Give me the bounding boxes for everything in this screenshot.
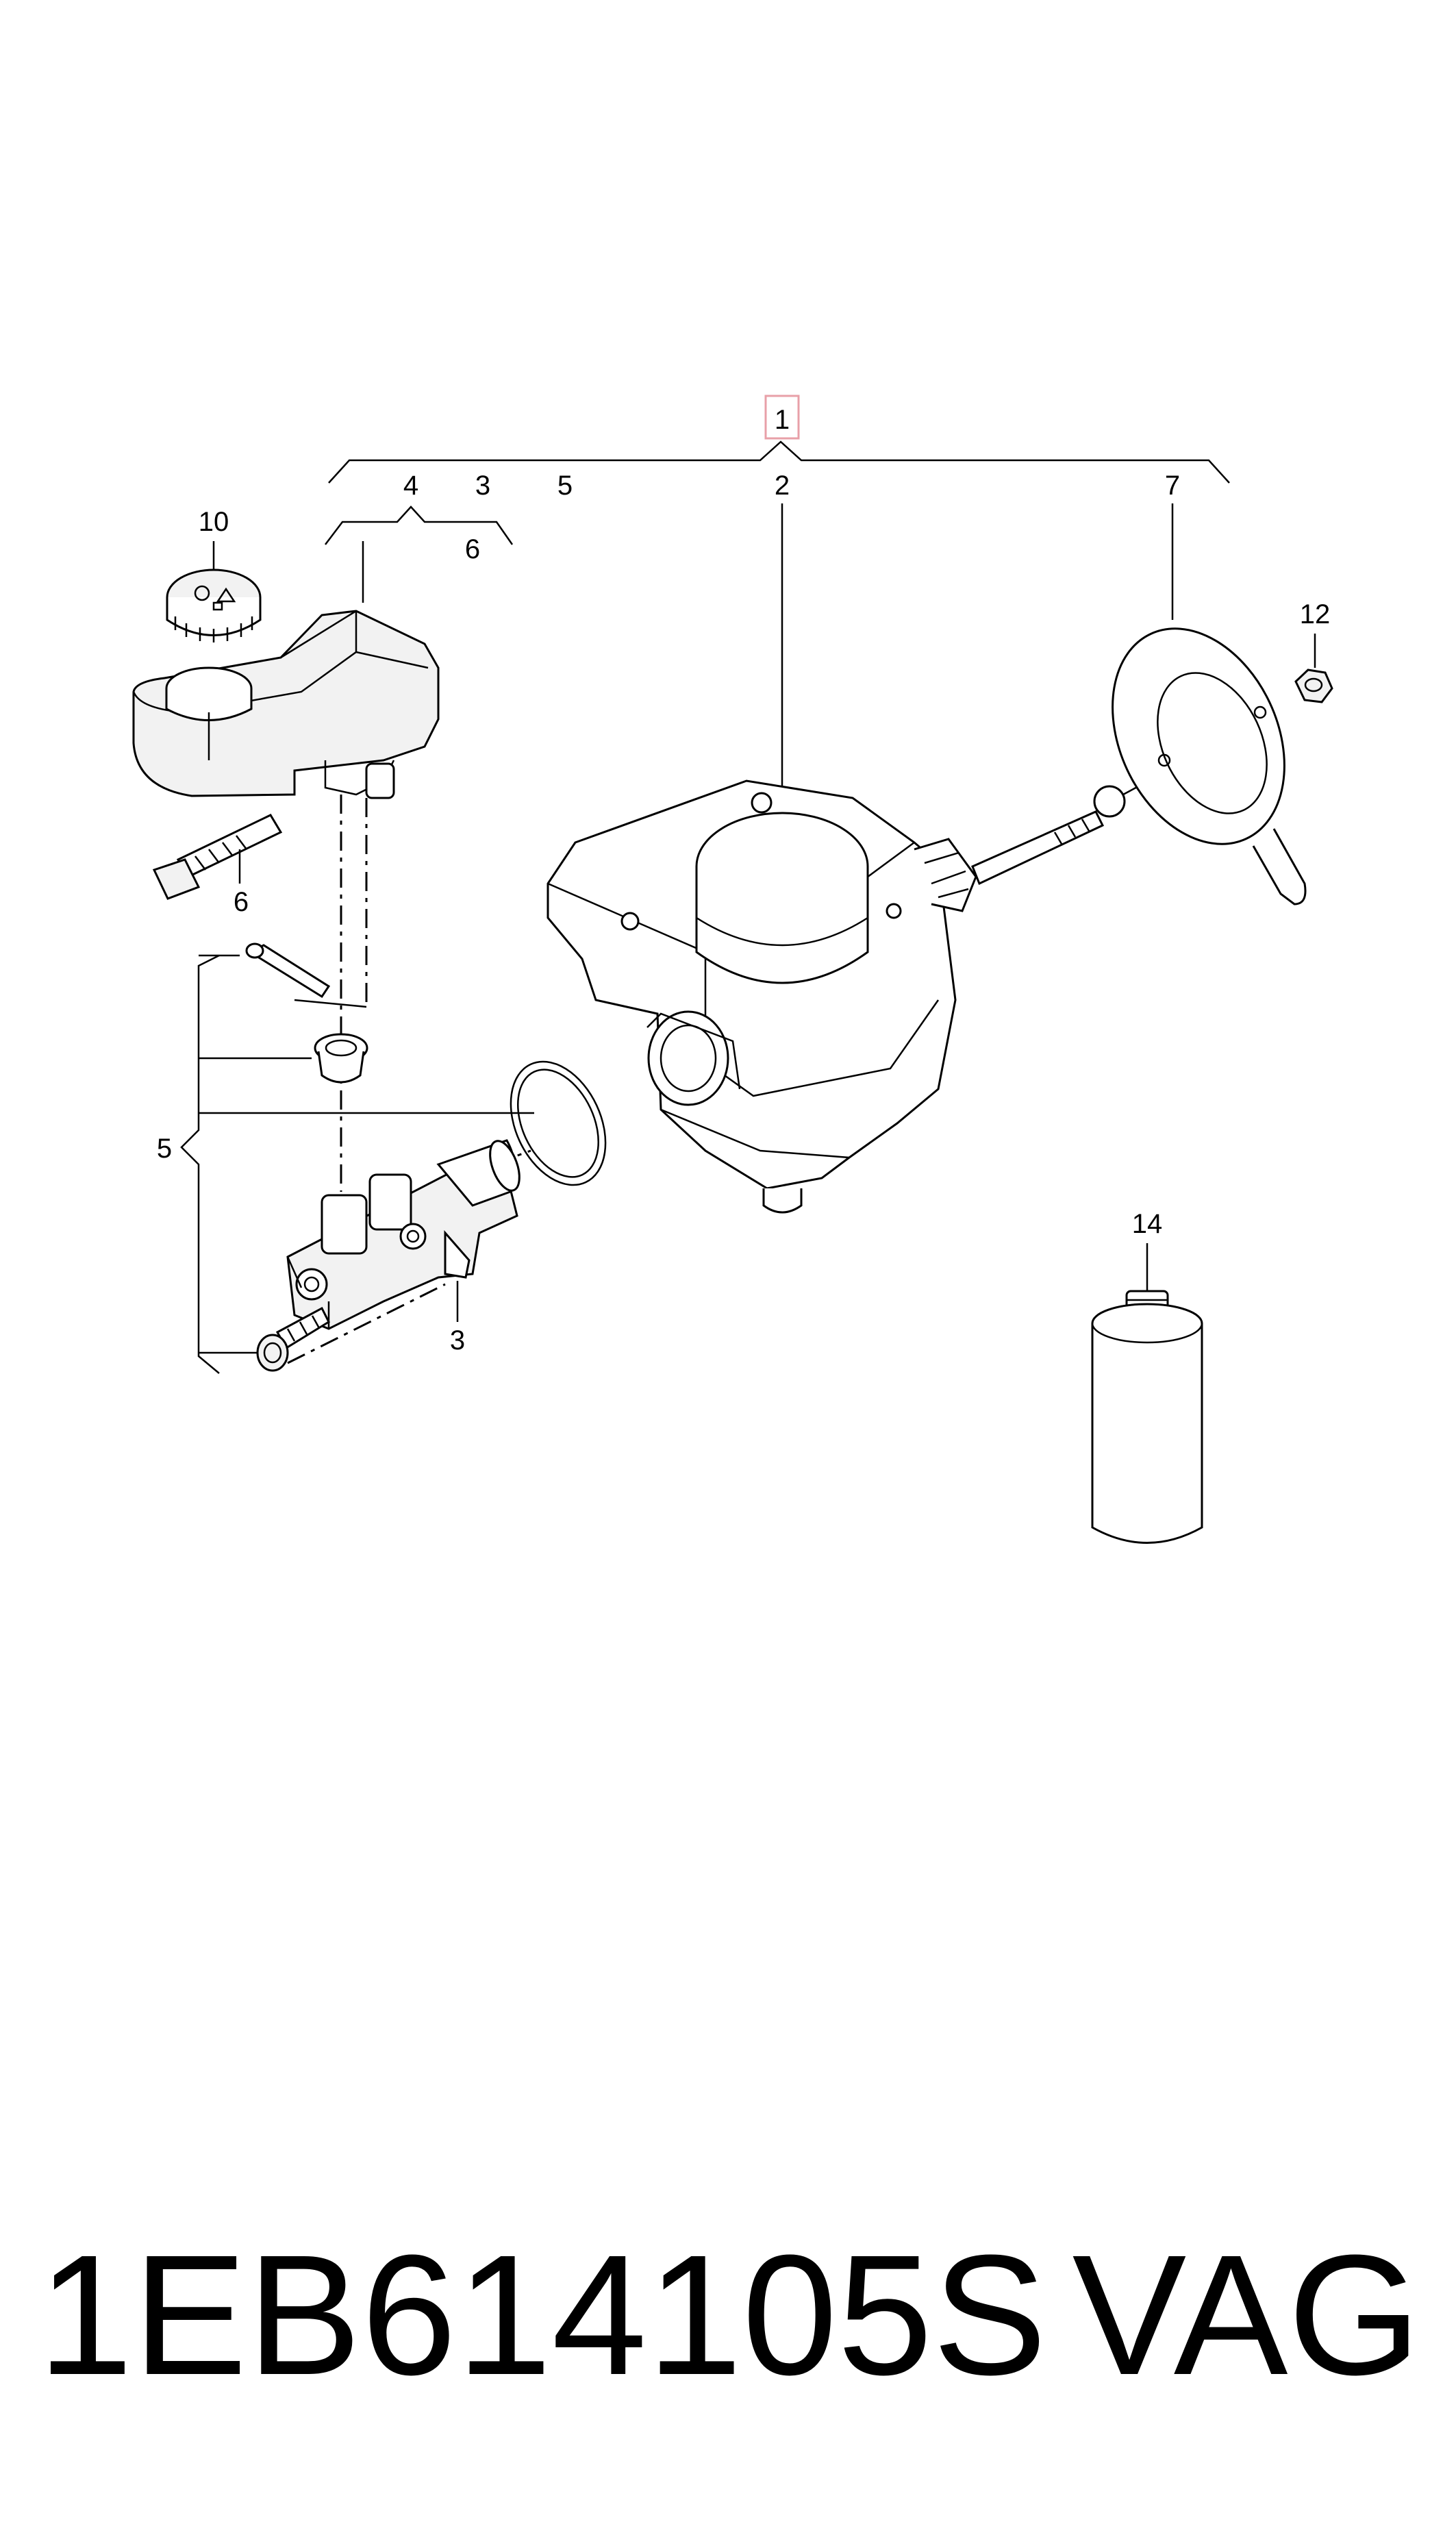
level-sensor bbox=[152, 814, 283, 900]
part-number: 1EB614105S bbox=[38, 2219, 1047, 2410]
footer: 1EB614105S VAG bbox=[38, 2206, 1421, 2425]
o-ring bbox=[510, 1060, 607, 1186]
callout-5-top: 5 bbox=[557, 471, 573, 501]
callout-12: 12 bbox=[1300, 599, 1331, 629]
callout-3-top: 3 bbox=[475, 471, 490, 501]
reservoir-cap bbox=[166, 568, 262, 642]
callout-14: 14 bbox=[1132, 1209, 1163, 1239]
callout-7: 7 bbox=[1165, 471, 1180, 501]
callout-box-1[interactable]: 1 bbox=[764, 395, 800, 440]
flange-bolt bbox=[256, 1306, 330, 1372]
brake-fluid-reservoir bbox=[132, 541, 440, 799]
callout-1: 1 bbox=[775, 405, 790, 435]
callout-6-top: 6 bbox=[465, 534, 480, 564]
callout-2: 2 bbox=[775, 471, 790, 501]
callout-10: 10 bbox=[199, 507, 229, 537]
brand-label: VAG bbox=[1072, 2219, 1421, 2410]
master-cylinder bbox=[286, 1139, 520, 1330]
hex-nut bbox=[1294, 669, 1333, 703]
callout-4: 4 bbox=[403, 471, 418, 501]
booster-gasket bbox=[1112, 627, 1307, 905]
callout-5-left: 5 bbox=[157, 1134, 172, 1164]
seal-grommet bbox=[314, 1033, 368, 1084]
retaining-pin bbox=[245, 942, 331, 999]
brake-fluid-bottle bbox=[1091, 1290, 1203, 1544]
callout-6-left: 6 bbox=[234, 887, 249, 917]
bracket-item-5 bbox=[180, 954, 534, 1374]
bracket-item-4 bbox=[325, 505, 514, 545]
brake-booster bbox=[547, 779, 977, 1214]
bracket-item-1 bbox=[328, 440, 1230, 484]
callout-3-bottom: 3 bbox=[450, 1325, 465, 1355]
